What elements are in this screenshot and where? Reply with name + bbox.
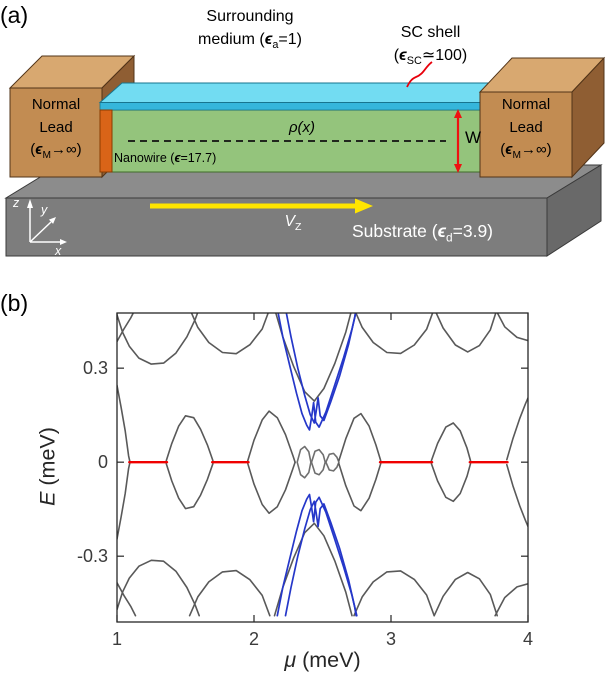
right-lead-label: Normal Lead (ϵM→∞) — [500, 96, 552, 161]
series-lobe-1-mirror — [165, 462, 214, 510]
surrounding-medium-label: Surrounding medium (ϵa=1) — [150, 6, 350, 53]
series-band-a — [117, 313, 199, 365]
series-oval-2-mirror — [310, 461, 327, 476]
epsilon-symbol: ϵ — [505, 141, 513, 158]
y-tick-label: 0 — [98, 452, 108, 472]
panel-a-label: (a) — [0, 2, 29, 28]
panel-a-diagram — [4, 54, 606, 257]
x-axis-label: μ (meV) — [284, 648, 361, 672]
y-axis-label: E (meV) — [35, 427, 60, 506]
sc-shell-pointer — [406, 61, 433, 88]
plot-frame — [116, 312, 529, 623]
rho-label: ρ(x) — [288, 119, 316, 136]
series-edge-lobe-left — [117, 384, 131, 463]
spectrum-chart: 1 2 3 4 -0.3 0 0.3 — [77, 312, 533, 649]
right-lead-front-face — [479, 91, 573, 178]
z-axis-arrowhead — [27, 199, 33, 208]
sc-shell-top-face — [98, 82, 504, 103]
y-tick-label: 0.3 — [83, 358, 108, 378]
series-edge-lobe-left-mirror — [117, 461, 131, 540]
series-lobe-3 — [338, 412, 382, 462]
x-tick-label: 1 — [112, 629, 122, 649]
series-lobe-5 — [505, 397, 528, 461]
x-tick-label: 4 — [523, 629, 533, 649]
series-band-g-mirror — [273, 522, 353, 617]
epsilon-symbol: ϵ — [399, 46, 407, 64]
series-lobe-5-mirror — [505, 463, 528, 528]
vz-label: VZ — [284, 213, 302, 234]
sc-shell-label: SC shell (ϵSC≃100) — [368, 22, 493, 69]
panel-b-label: (b) — [0, 290, 29, 316]
y-tick-label: -0.3 — [77, 546, 108, 566]
left-lead-front-face — [9, 87, 103, 178]
series-band-b-mirror — [117, 581, 137, 617]
series-oval-2 — [310, 448, 327, 463]
substrate-label: Substrate (ϵd=3.9) — [352, 221, 493, 245]
sc-shell-line2: (ϵSC≃100) — [393, 46, 468, 67]
series-band-e — [435, 313, 497, 353]
axes-triad — [27, 199, 67, 245]
series-oval-1-mirror — [296, 461, 312, 479]
left-lead-label: Normal Lead (ϵM→∞) — [30, 96, 82, 161]
series-oval-3 — [325, 452, 340, 463]
series-band-c-mirror — [188, 569, 271, 617]
epsilon-symbol: ϵ — [35, 141, 43, 158]
series-oval-1 — [296, 445, 312, 463]
series-blue-1 — [277, 313, 357, 431]
nanowire-label: Nanowire (ϵ=17.7) — [114, 151, 217, 165]
width-label: W — [465, 128, 482, 147]
series-band-f — [496, 313, 528, 342]
sc-shell-line1: SC shell — [400, 24, 461, 41]
x-axis-label-a: x — [55, 244, 62, 258]
z-axis-label: z — [13, 196, 20, 210]
series-band-d — [355, 313, 434, 355]
epsilon-symbol: ϵ — [174, 151, 181, 165]
series-lobe-2 — [247, 410, 296, 463]
tunnel-barrier — [99, 109, 113, 173]
series-oval-3-mirror — [325, 461, 340, 472]
series-blue-1-mirror — [276, 493, 358, 617]
series-lobe-4 — [430, 422, 472, 462]
sc-shell-front-edge — [99, 102, 481, 111]
x-tick-label: 2 — [249, 629, 259, 649]
surrounding-line1: Surrounding — [206, 8, 294, 25]
series-band-e-mirror — [433, 571, 499, 617]
series-blue-2-mirror — [284, 500, 357, 617]
substrate-front-face — [5, 197, 548, 257]
series-lobe-2-mirror — [247, 461, 296, 515]
y-axis — [29, 221, 52, 243]
series-band-a-mirror — [117, 559, 200, 617]
epsilon-symbol: ϵ — [437, 221, 446, 241]
series-band-d-mirror — [353, 570, 436, 617]
series-band-g — [274, 313, 352, 402]
chart-series-group — [117, 313, 528, 617]
y-axis-arrowhead — [48, 217, 56, 224]
chart-ticks-group: 1 2 3 4 -0.3 0 0.3 — [77, 313, 533, 649]
series-lobe-3-mirror — [338, 462, 382, 512]
x-tick-label: 3 — [386, 629, 396, 649]
series-lobe-1 — [165, 415, 214, 462]
series-band-c — [190, 313, 270, 355]
vz-arrow-head — [355, 198, 373, 214]
width-arrowhead-top — [454, 109, 462, 118]
series-band-f-mirror — [494, 582, 528, 617]
epsilon-symbol: ϵ — [264, 30, 273, 48]
series-blue-2 — [285, 313, 357, 424]
surrounding-line2: medium (ϵa=1) — [198, 30, 302, 51]
series-lobe-4-mirror — [430, 462, 472, 503]
width-arrowhead-bottom — [454, 164, 462, 173]
x-axis-arrowhead — [60, 239, 67, 245]
y-axis-label-a: y — [41, 203, 48, 217]
